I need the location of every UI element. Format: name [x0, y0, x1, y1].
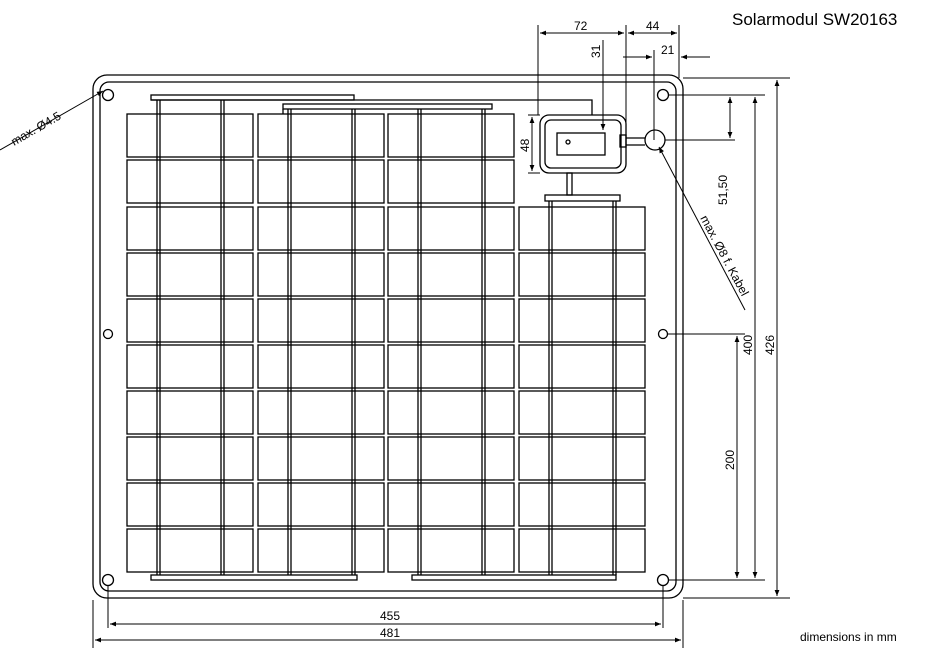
solar-cell — [126, 206, 254, 251]
solar-cell — [387, 528, 515, 573]
dim-hole-mid: 200 — [723, 450, 737, 470]
solar-cells — [126, 100, 646, 575]
hole-note: max. Ø4.5 — [9, 109, 64, 149]
dim-box-right: 44 — [646, 19, 660, 33]
solar-cell — [518, 298, 646, 343]
solar-cell — [257, 436, 385, 481]
solar-cell — [518, 482, 646, 527]
solar-cell — [257, 252, 385, 297]
solar-cell — [126, 159, 254, 204]
dim-width-total: 481 — [380, 626, 400, 640]
dim-width-holes: 455 — [380, 609, 400, 623]
bus-bars — [150, 94, 617, 581]
dim-height-total: 426 — [763, 335, 777, 355]
solar-cell — [387, 206, 515, 251]
solar-cell — [126, 482, 254, 527]
solar-cell — [387, 344, 515, 389]
solar-cell — [257, 298, 385, 343]
solar-cell — [518, 436, 646, 481]
frame-outer — [92, 74, 684, 599]
units-note: dimensions in mm — [800, 630, 897, 644]
solar-cell — [387, 113, 515, 158]
dim-cable-offset: 21 — [661, 43, 675, 57]
solar-cell — [518, 252, 646, 297]
dim-box-height: 48 — [518, 138, 532, 152]
solar-cell — [387, 252, 515, 297]
solar-cell — [257, 528, 385, 573]
solar-cell — [387, 482, 515, 527]
solar-cell — [257, 390, 385, 435]
solar-cell — [257, 113, 385, 158]
dim-height-holes: 400 — [741, 335, 755, 355]
drawing-title: Solarmodul SW20163 — [732, 10, 897, 29]
dim-box-offset: 51,50 — [716, 175, 730, 205]
solar-cell — [257, 344, 385, 389]
solar-cell — [518, 206, 646, 251]
solar-cell — [518, 390, 646, 435]
dimension-lines — [0, 25, 790, 648]
solar-cell — [126, 528, 254, 573]
solar-cell — [126, 436, 254, 481]
solar-cell — [126, 390, 254, 435]
solar-cell — [126, 113, 254, 158]
solar-cell — [387, 390, 515, 435]
dim-box-width: 72 — [574, 19, 588, 33]
solar-cell — [387, 298, 515, 343]
frame-inner — [99, 81, 677, 592]
solar-cell — [257, 206, 385, 251]
mounting-holes — [101, 88, 670, 587]
solar-cell — [257, 482, 385, 527]
solar-cell — [126, 344, 254, 389]
solar-cell — [518, 344, 646, 389]
solar-cell — [387, 436, 515, 481]
solar-cell — [387, 159, 515, 204]
junction-box — [539, 114, 666, 202]
solar-cell — [126, 252, 254, 297]
solar-cell — [518, 528, 646, 573]
dim-box-top: 31 — [589, 44, 603, 58]
cable-note: max. Ø8 f. Kabel — [697, 213, 751, 298]
solar-cell — [126, 298, 254, 343]
solar-cell — [257, 159, 385, 204]
